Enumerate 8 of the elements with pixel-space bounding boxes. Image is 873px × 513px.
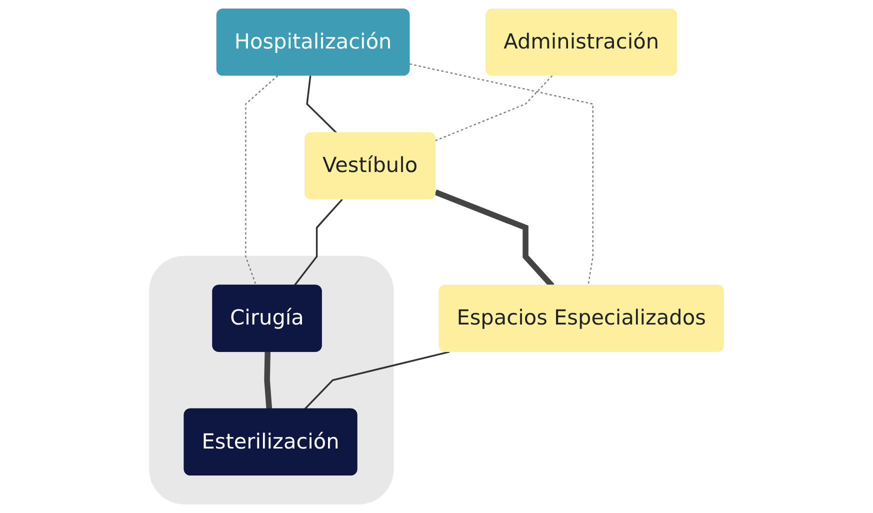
connector xyxy=(245,75,278,286)
connector xyxy=(264,352,272,410)
cluster xyxy=(149,256,394,504)
connector xyxy=(306,76,338,134)
connector xyxy=(293,198,343,286)
connector xyxy=(410,63,594,286)
connector xyxy=(435,75,553,142)
connector xyxy=(304,350,450,410)
